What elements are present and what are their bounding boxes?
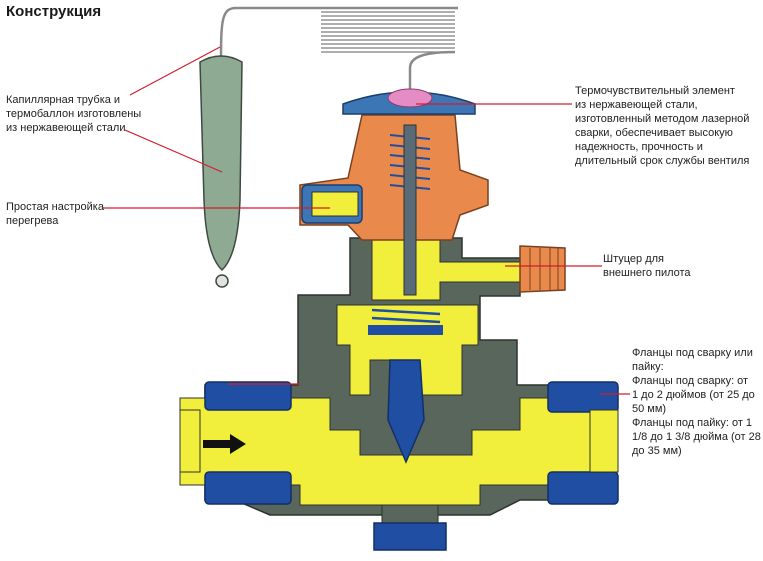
capillary-tube bbox=[219, 6, 458, 61]
label-capillary: Капиллярная трубка и термобаллон изготов… bbox=[6, 94, 142, 134]
piston-spring bbox=[371, 308, 441, 324]
label-superheat: Простая настройка перегрева bbox=[6, 201, 104, 227]
page-title: Конструкция bbox=[6, 3, 102, 20]
pilot-connector bbox=[519, 245, 566, 293]
diaphragm-dome bbox=[387, 88, 433, 108]
label-flanges: Фланцы под сварку или пайку: Фланцы под … bbox=[632, 347, 761, 457]
capillary-drop bbox=[408, 50, 456, 95]
capillary-coil bbox=[321, 11, 455, 53]
valve-cone bbox=[387, 359, 425, 464]
drain-plug-neck bbox=[381, 504, 439, 524]
label-sensing-element: Термочувствительный элемент из нержавеющ… bbox=[575, 85, 750, 167]
sensing-bulb bbox=[199, 55, 243, 272]
sensing-bulb-tip bbox=[215, 274, 229, 288]
flange-left-top bbox=[204, 381, 292, 411]
piston-plate bbox=[368, 325, 443, 335]
drain-plug bbox=[373, 522, 447, 551]
valve-stem bbox=[403, 124, 417, 296]
flange-left-bottom bbox=[204, 471, 292, 505]
flange-right-bottom bbox=[547, 471, 619, 505]
flow-arrow bbox=[203, 434, 246, 454]
label-pilot-connector: Штуцер для внешнего пилота bbox=[603, 253, 691, 279]
leader-lines bbox=[103, 46, 630, 395]
flange-right-top bbox=[547, 381, 619, 413]
